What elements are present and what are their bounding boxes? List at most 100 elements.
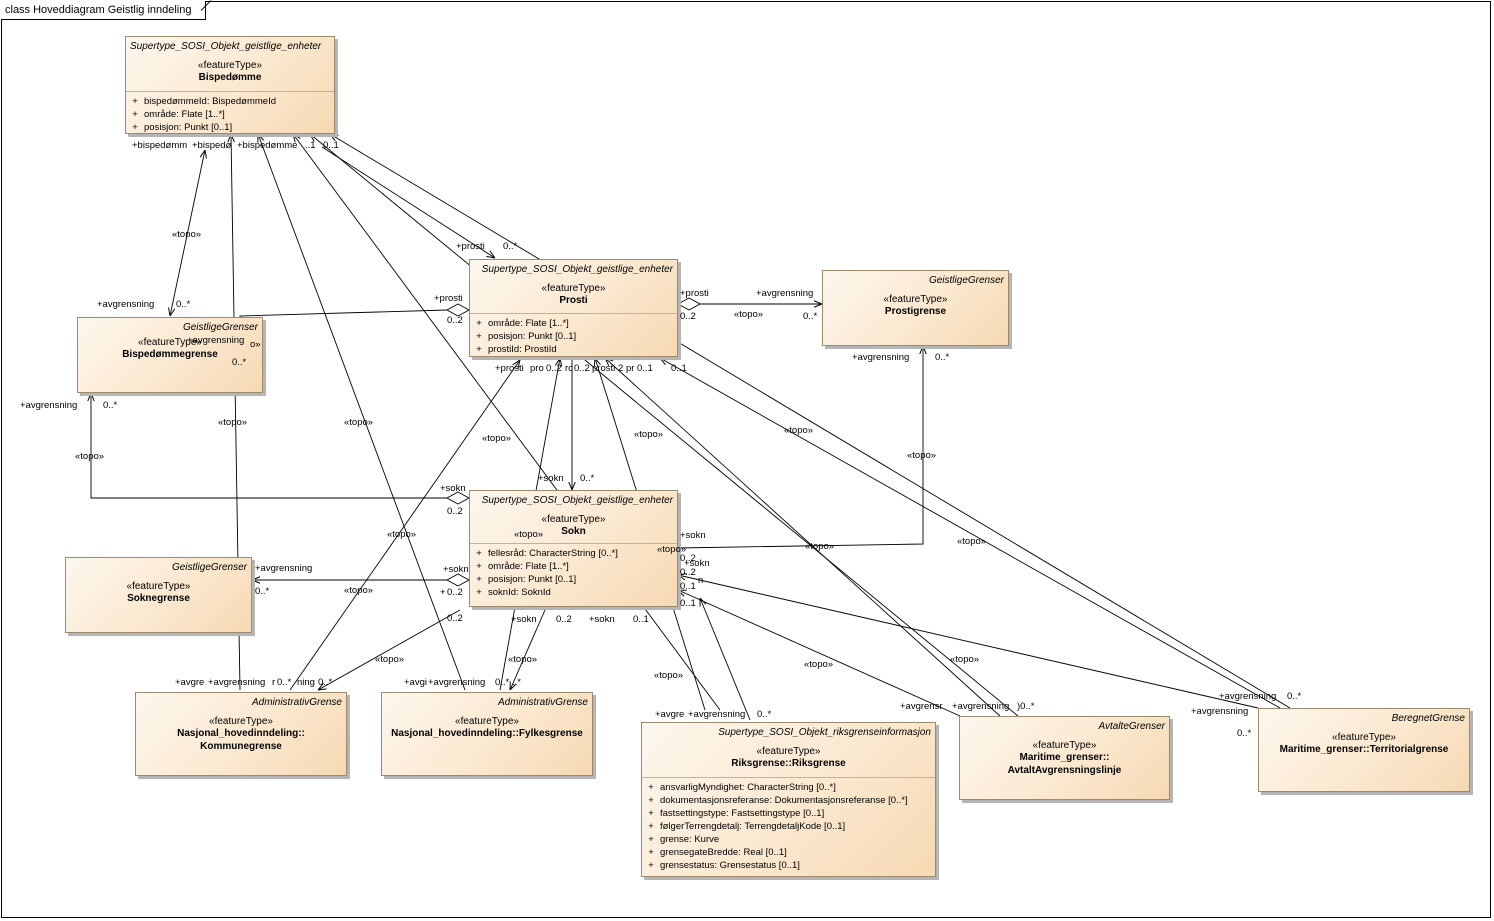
class-stereotype: «featureType» <box>126 581 191 592</box>
assoc-sokn-territorial <box>678 575 1259 709</box>
attribute: +posisjon: Punkt [0..1] <box>132 122 233 133</box>
role-label: +sokn <box>511 614 537 625</box>
stereotype-label: «topo» <box>387 529 417 540</box>
multiplicity-label: 0..1 <box>680 581 696 592</box>
stereotype-label: «topo» <box>734 309 764 320</box>
class-kommunegrense[interactable]: AdministrativGrense «featureType» Nasjon… <box>135 692 347 776</box>
class-name: Riksgrense::Riksgrense <box>731 758 846 769</box>
role-label: +avgre <box>655 709 685 720</box>
class-riksgrense[interactable]: Supertype_SOSI_Objekt_riksgrenseinformas… <box>641 722 936 877</box>
multiplicity-label: 0..1 <box>633 614 649 625</box>
class-prostigrense[interactable]: GeistligeGrenser «featureType» Prostigre… <box>822 270 1009 346</box>
class-name-line2: AvtaltAvgrensningslinje <box>1007 765 1122 776</box>
class-fylkesgrense[interactable]: AdministrativGrense «featureType» Nasjon… <box>381 692 593 776</box>
stereotype-label: «topo» <box>514 529 544 540</box>
class-name: Maritime_grenser::Territorialgrense <box>1279 744 1449 755</box>
multiplicity-label: 0..* <box>318 677 333 688</box>
assoc-prosti-territorial <box>660 358 1281 709</box>
attribute: +følgerTerrengdetalj: TerrengdetaljKode … <box>648 821 846 832</box>
role-label: +sokn <box>538 473 564 484</box>
multiplicity-label: 0..2 <box>447 587 463 598</box>
assoc-prosti-avtalt <box>605 358 1001 717</box>
attribute: +bispedømmeId: BispedømmeId <box>132 96 276 107</box>
multiplicity-label: 0..1 <box>323 140 339 151</box>
class-bispedomme[interactable]: Supertype_SOSI_Objekt_geistlige_enheter … <box>125 36 335 134</box>
role-label: rc <box>565 363 573 374</box>
role-label: +sokn <box>443 564 469 575</box>
class-stereotype: «featureType» <box>541 514 606 525</box>
role-label: +avgrensning <box>208 677 266 688</box>
class-name: Prosti <box>559 295 588 306</box>
attribute: +posisjon: Punkt [0..1] <box>476 574 577 585</box>
attribute: +soknId: SoknId <box>476 587 551 598</box>
multiplicity-label: 0..* <box>803 311 818 322</box>
attribute: +grense: Kurve <box>648 834 720 845</box>
role-label: +bispedømme <box>237 140 298 151</box>
role-label: +avgrensning <box>97 299 155 310</box>
class-package: GeistligeGrenser <box>171 562 247 573</box>
class-prosti[interactable]: Supertype_SOSI_Objekt_geistlige_enheter … <box>469 259 678 357</box>
multiplicity-label: 0..* <box>255 586 270 597</box>
class-stereotype: «featureType» <box>1032 740 1097 751</box>
role-label: +prosti <box>434 293 463 304</box>
class-package: AdministrativGrense <box>251 697 342 708</box>
stereotype-label: «topo» <box>950 654 980 665</box>
class-name: Sokn <box>561 526 586 537</box>
attribute: +grensegateBredde: Real [0..1] <box>648 847 787 858</box>
class-name: Prostigrense <box>884 306 947 317</box>
role-label: +avgrensning <box>952 701 1010 712</box>
class-package: GeistligeGrenser <box>182 322 258 333</box>
class-name: Soknegrense <box>127 593 190 604</box>
assoc-bispedomme-fylkesgrense <box>258 134 466 691</box>
class-package: Supertype_SOSI_Objekt_geistlige_enheter <box>481 495 673 506</box>
class-sokn[interactable]: Supertype_SOSI_Objekt_geistlige_enheter … <box>469 490 678 607</box>
assoc-sokn-fylkesgrense <box>510 609 546 690</box>
multiplicity-label: 0..2 <box>447 613 463 624</box>
stereotype-label: «topo» <box>657 544 687 555</box>
attribute: +dokumentasjonsreferanse: Dokumentasjons… <box>648 795 908 806</box>
assoc-sokn-avtalt <box>678 590 961 717</box>
role-label: +avgrensning <box>187 335 245 346</box>
class-territorialgrense[interactable]: BeregnetGrense «featureType» Maritime_gr… <box>1258 708 1470 792</box>
class-package: Supertype_SOSI_Objekt_riksgrenseinformas… <box>718 727 931 738</box>
role-label: +prosti <box>680 288 709 299</box>
multiplicity-label: 0..1 <box>680 598 696 609</box>
class-package: GeistligeGrenser <box>928 275 1004 286</box>
attribute: +område: Flate [1..*] <box>476 561 569 572</box>
stereotype-label: «topo» <box>957 536 987 547</box>
multiplicity-label: 0..* <box>103 400 118 411</box>
class-soknegrense[interactable]: GeistligeGrenser «featureType» Soknegren… <box>65 557 252 633</box>
multiplicity-label: 0..2 <box>556 614 572 625</box>
multiplicity-label: ..1 <box>305 140 316 151</box>
assoc-bispedomme-territorial <box>330 134 1291 709</box>
class-name: Bispedømme <box>198 72 262 83</box>
assoc-prosti-kommunegrense <box>289 360 520 691</box>
class-bispedommegrense[interactable]: GeistligeGrenser «featureType» Bispedømm… <box>77 317 263 393</box>
role-label: +avgre <box>175 677 205 688</box>
stereotype-label: «topo» <box>375 654 405 665</box>
attribute: +fellesråd: CharacterString [0..*] <box>476 548 618 559</box>
stereotype-label: «topo» <box>784 425 814 436</box>
role-label: +avgrensning <box>688 709 746 720</box>
multiplicity-label: 0..* <box>495 677 510 688</box>
class-stereotype: «featureType» <box>138 337 202 348</box>
attribute: +ansvarligMyndighet: CharacterString [0.… <box>648 782 836 793</box>
label-fragment: o» <box>250 339 261 350</box>
class-name: Bispedømmegrense <box>122 349 218 360</box>
assoc-bispedomme-riksgrense <box>293 134 721 711</box>
stereotype-label: «topo» <box>75 451 105 462</box>
class-package: AvtalteGrenser <box>1098 721 1165 732</box>
label-fragment: ..* <box>512 677 521 688</box>
label-fragment: ning <box>297 677 315 688</box>
attribute-list: +område: Flate [1..*] +posisjon: Punkt [… <box>470 313 677 356</box>
class-avtaltavgrensningslinje[interactable]: AvtalteGrenser «featureType» Maritime_gr… <box>959 716 1170 800</box>
attribute-list: +bispedømmeId: BispedømmeId +område: Fla… <box>126 91 334 134</box>
multiplicity-label: 0..* <box>277 677 292 688</box>
class-stereotype: «featureType» <box>209 716 273 727</box>
attribute: +posisjon: Punkt [0..1] <box>476 331 577 342</box>
role-label: +sokn <box>440 483 466 494</box>
class-name-line2: Kommunegrense <box>200 741 282 752</box>
stereotype-label: «topo» <box>482 433 512 444</box>
role-label: pro <box>530 363 544 374</box>
diagram-title: class Hoveddiagram Geistlig inndeling <box>1 1 207 20</box>
